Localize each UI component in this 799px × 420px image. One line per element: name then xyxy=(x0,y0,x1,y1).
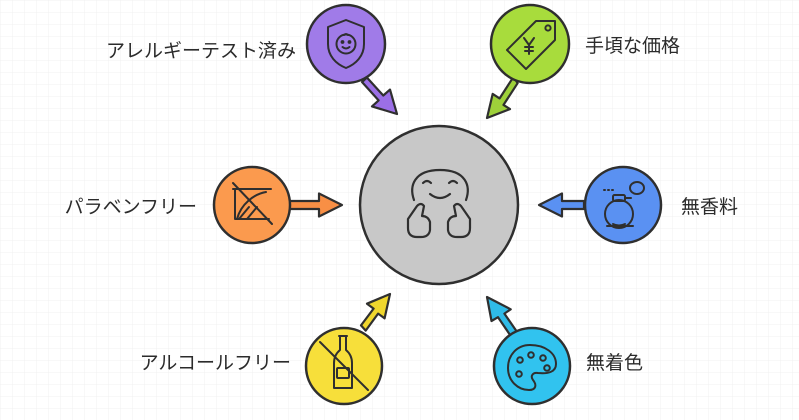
label-alcohol-free: アルコールフリー xyxy=(139,352,291,374)
arrow-paraben-free xyxy=(287,192,344,218)
center-node xyxy=(358,124,520,286)
baby-face-shield-icon xyxy=(327,19,365,69)
label-colorant-free: 無着色 xyxy=(586,352,644,374)
arrow-fragrance-free xyxy=(537,192,586,218)
label-paraben-free: パラベンフリー xyxy=(64,196,197,218)
palette-icon xyxy=(507,344,557,391)
yen-price-tag-icon xyxy=(506,20,556,70)
node-allergy-tested xyxy=(305,3,387,85)
node-colorant-free xyxy=(492,326,572,406)
node-fragrance-free xyxy=(583,165,663,245)
arrow-colorant-free xyxy=(485,295,519,337)
node-affordable xyxy=(489,3,571,85)
crossed-out-flask-icon xyxy=(232,182,273,225)
arrow-affordable xyxy=(485,75,519,120)
node-alcohol-free xyxy=(304,326,384,406)
arrows-group xyxy=(287,75,586,337)
label-fragrance-free: 無香料 xyxy=(681,196,739,218)
arrow-allergy-tested xyxy=(361,76,399,116)
node-paraben-free xyxy=(212,165,292,245)
label-affordable: 手頃な価格 xyxy=(585,35,681,57)
label-allergy-tested: アレルギーテスト済み xyxy=(105,40,296,62)
perfume-bottle-icon xyxy=(603,181,645,229)
crossed-out-bottle-icon xyxy=(319,335,369,391)
arrow-alcohol-free xyxy=(359,292,392,332)
smiling-face-hands-icon xyxy=(406,168,472,239)
